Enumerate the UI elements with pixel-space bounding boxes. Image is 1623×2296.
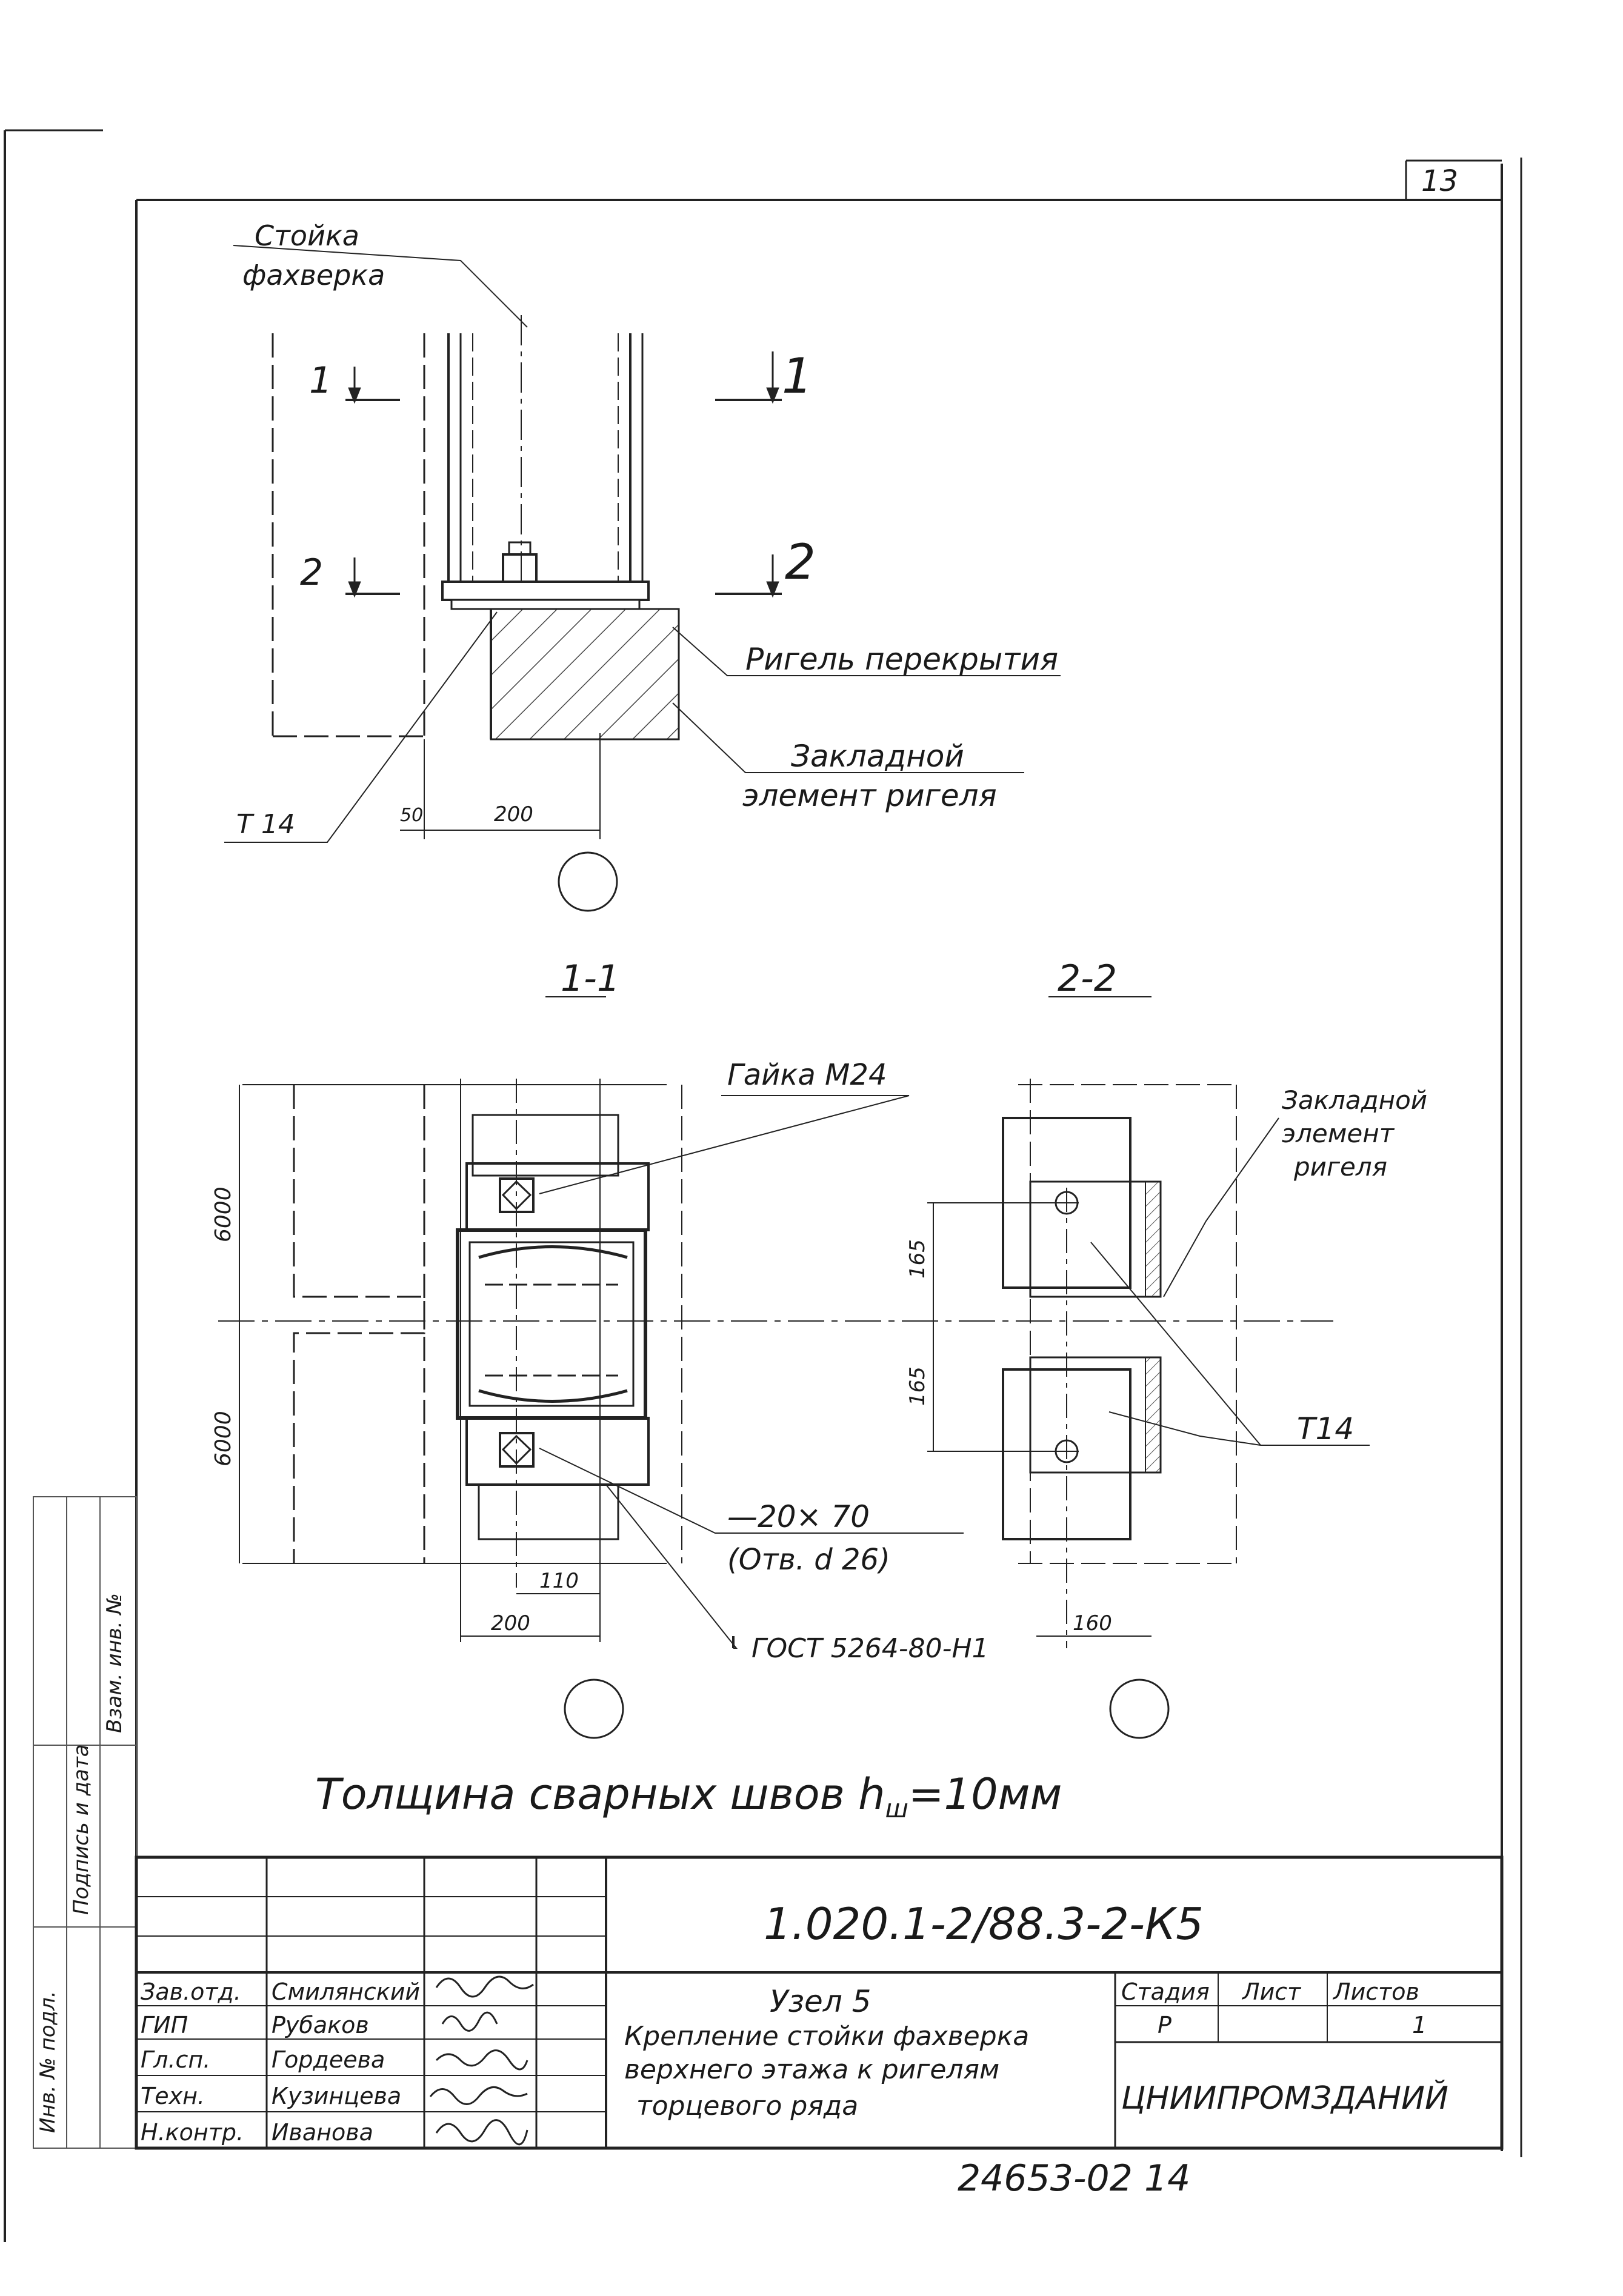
sheet-frame bbox=[4, 129, 1522, 2242]
role-label: ГИП bbox=[141, 2012, 188, 2038]
section-marker-2-right: 2 bbox=[785, 534, 816, 590]
weld-note-text: Толщина сварных швов hш=10мм bbox=[315, 1769, 1062, 1823]
drawing-code: 1.020.1-2/88.3-2-К5 bbox=[764, 1898, 1204, 1949]
sheets-header: Листов bbox=[1332, 1978, 1419, 2005]
weld-note: Толщина сварных швов hш=10мм bbox=[315, 1769, 1062, 1823]
dim-6000-top: 6000 bbox=[211, 1186, 236, 1242]
section-marker-1-right: 1 bbox=[782, 348, 813, 404]
margin-stamp bbox=[33, 1496, 137, 2149]
role-label: Техн. bbox=[141, 2083, 205, 2109]
column-label: Стойка bbox=[255, 219, 359, 252]
role-name: Иванова bbox=[272, 2119, 373, 2146]
section-2-2-view bbox=[927, 996, 1370, 1739]
description-line-1: Крепление стойки фахверка bbox=[624, 2021, 1029, 2052]
stamp-replacement-no: Взам. инв. № bbox=[102, 1593, 127, 1733]
embed-label-2-2: Закладной bbox=[1282, 1085, 1427, 1115]
node-title: Узел 5 bbox=[770, 1984, 871, 2019]
stamp-signature-date: Подпись и дата bbox=[69, 1744, 93, 1915]
role-name: Смилянский bbox=[272, 1978, 420, 2005]
embed-label-2-2-b: элемент bbox=[1282, 1119, 1395, 1148]
weld-ref-top: Т 14 bbox=[236, 809, 295, 840]
section-1-1-view bbox=[218, 996, 1333, 1739]
section-1-1-title: 1-1 bbox=[561, 957, 620, 1000]
role-label: Н.контр. bbox=[141, 2119, 244, 2146]
nut-label: Гайка М24 bbox=[727, 1058, 887, 1092]
dim-165-bottom: 165 bbox=[905, 1366, 930, 1406]
dim-200: 200 bbox=[491, 1611, 530, 1635]
roles-table: Зав.отд. Смилянский ГИП Рубаков Гл.сп. Г… bbox=[141, 1978, 420, 2146]
signatures bbox=[429, 1975, 534, 2146]
stamp-inv-no: Инв. № подл. bbox=[36, 1991, 60, 2133]
sheet-header: Лист bbox=[1241, 1978, 1302, 2005]
embed-label: Закладной bbox=[791, 739, 964, 774]
plate-hole: (Отв. d 26) bbox=[727, 1543, 890, 1577]
dim-50: 50 bbox=[400, 805, 423, 826]
role-label: Гл.сп. bbox=[141, 2046, 210, 2073]
top-elevation-view bbox=[224, 245, 1061, 912]
title-block bbox=[135, 1855, 1504, 2150]
plate-label: —20× 70 bbox=[727, 1499, 870, 1534]
role-name: Кузинцева bbox=[272, 2083, 401, 2109]
dim-6000-bottom: 6000 bbox=[211, 1411, 236, 1466]
embed-label-2-2-c: ригеля bbox=[1293, 1152, 1387, 1182]
role-name: Рубаков bbox=[272, 2012, 369, 2038]
role-name: Гордеева bbox=[272, 2046, 385, 2073]
beam-label: Ригель перекрытия bbox=[745, 642, 1058, 677]
organization: ЦНИИПРОМЗДАНИЙ bbox=[1121, 2080, 1448, 2117]
dim-110: 110 bbox=[539, 1569, 579, 1593]
standard-label: ГОСТ 5264-80-Н1 bbox=[752, 1633, 989, 1664]
column-label-2: фахверка bbox=[242, 259, 385, 291]
stage-value: Р bbox=[1158, 2012, 1171, 2038]
section-marker-1-left: 1 bbox=[309, 359, 332, 402]
sheets-value: 1 bbox=[1412, 2012, 1427, 2038]
stage-header: Стадия bbox=[1121, 1978, 1210, 2005]
role-label: Зав.отд. bbox=[141, 1978, 241, 2005]
description-line-3: торцевого ряда bbox=[636, 2091, 858, 2121]
bottom-sheet-number: 24653-02 14 bbox=[958, 2157, 1190, 2200]
dim-165-top: 165 bbox=[905, 1239, 930, 1279]
dim-160: 160 bbox=[1073, 1611, 1112, 1635]
section-2-2-title: 2-2 bbox=[1058, 957, 1117, 1000]
corner-sheet-number: 13 bbox=[1421, 164, 1458, 198]
weld-ref-2-2: Т14 bbox=[1297, 1411, 1354, 1446]
description-line-2: верхнего этажа к ригелям bbox=[624, 2054, 999, 2085]
dim-200-top: 200 bbox=[494, 802, 533, 827]
embed-label-2: элемент ригеля bbox=[742, 778, 997, 813]
section-marker-2-left: 2 bbox=[300, 551, 323, 594]
